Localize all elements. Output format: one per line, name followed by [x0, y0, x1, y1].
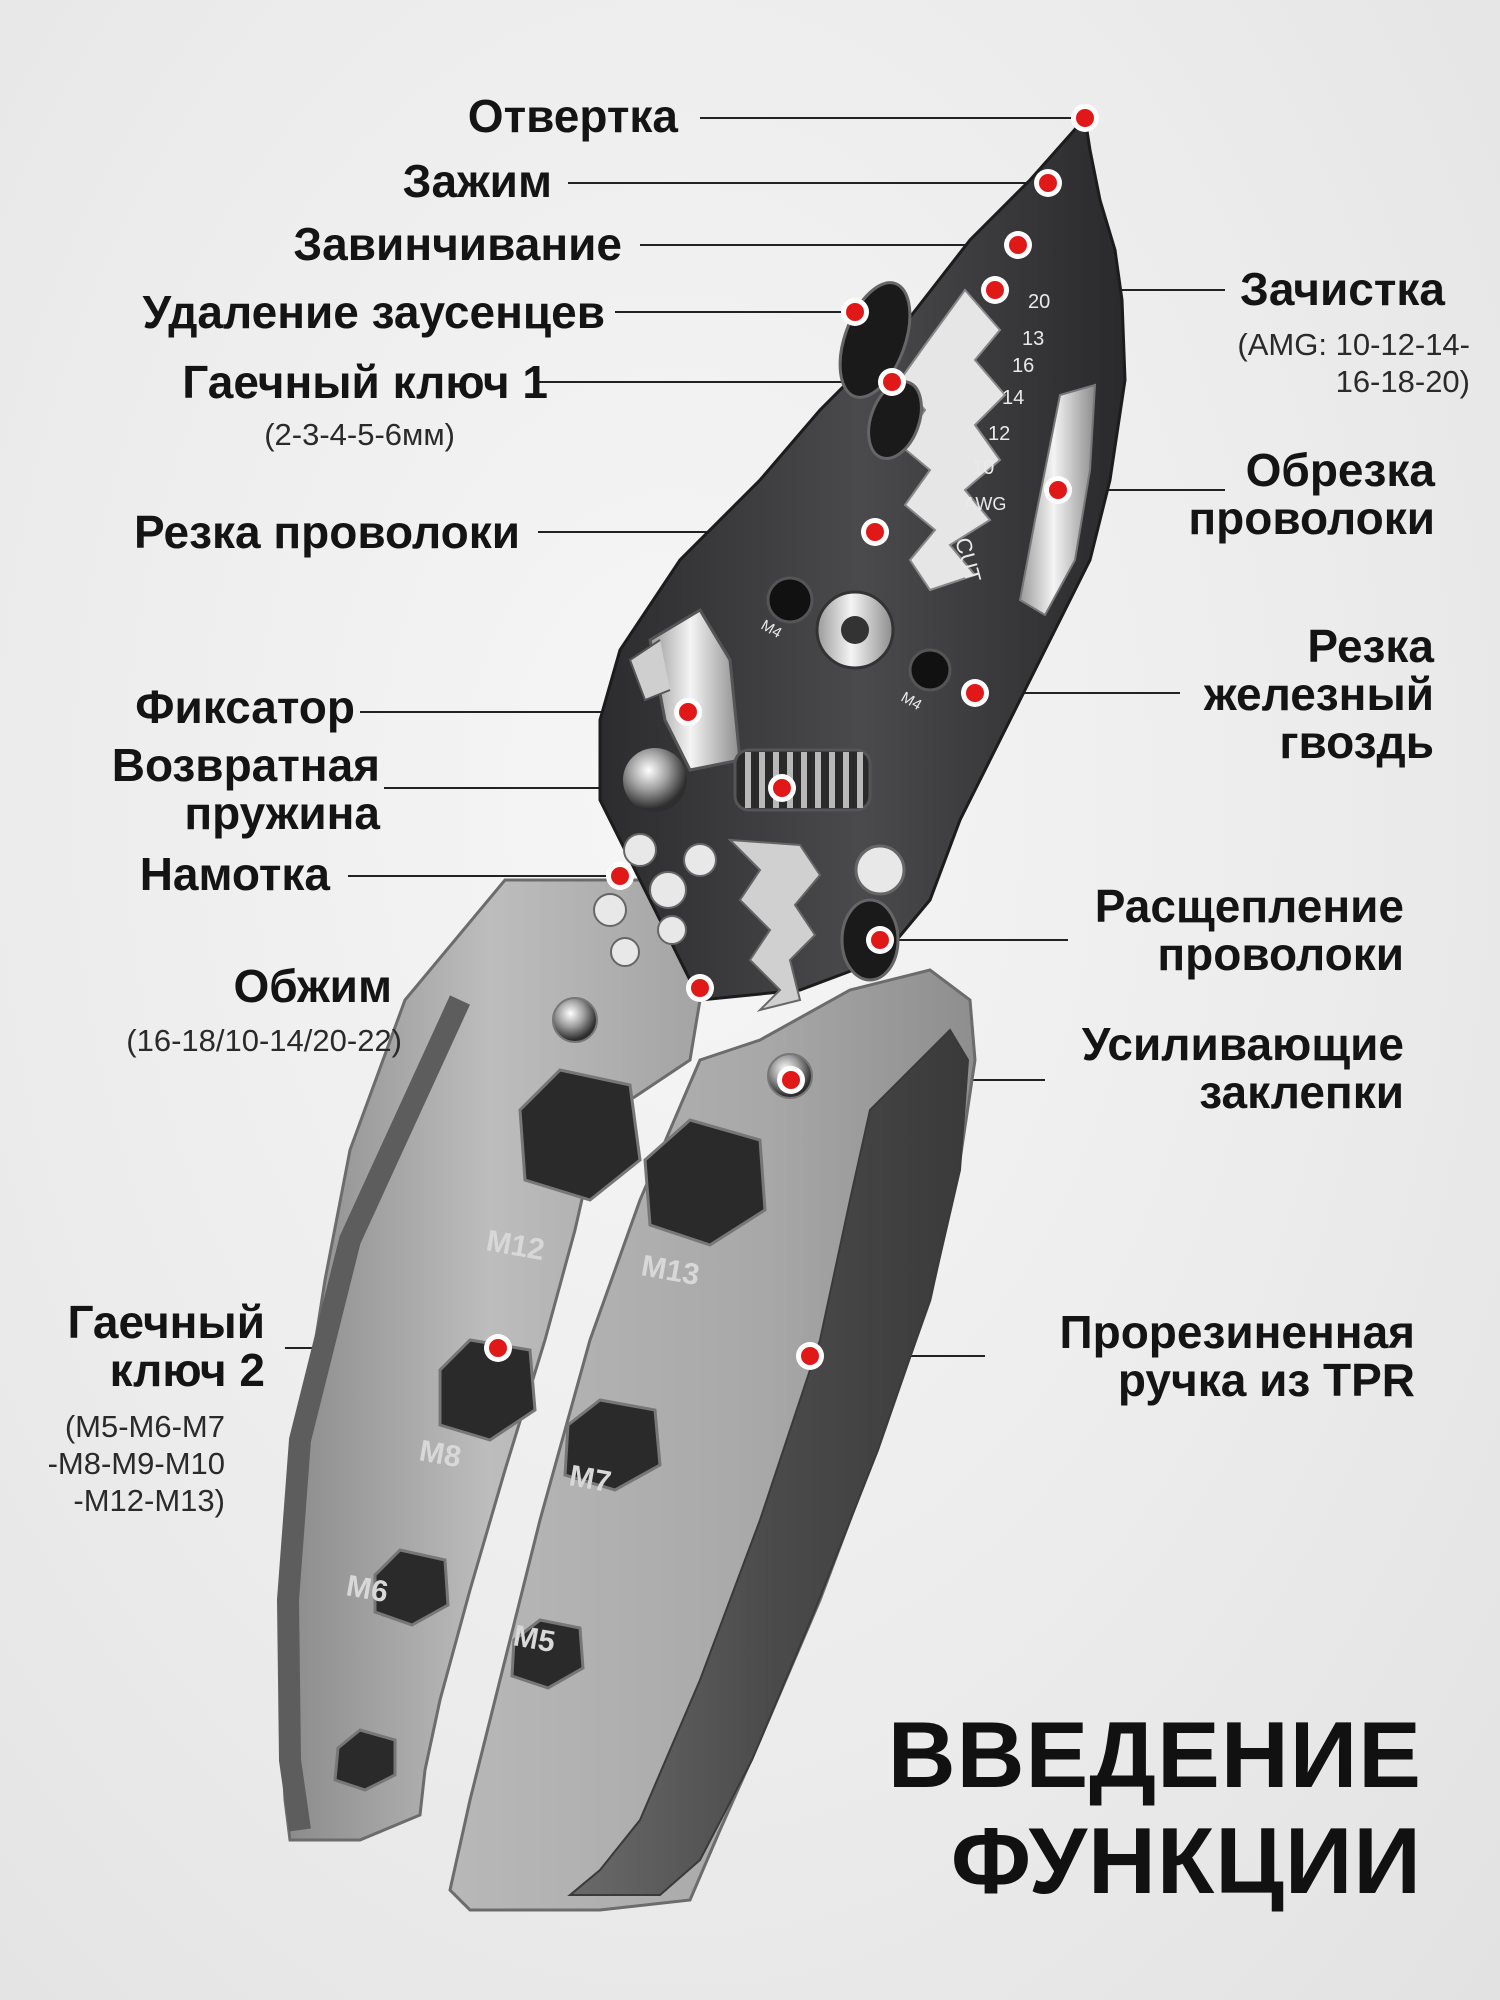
mark-m8: M8: [417, 1434, 464, 1474]
label-handle: Прорезиненная ручка из TPR: [1059, 1306, 1415, 1406]
callout-dot-rivets: [777, 1066, 805, 1094]
callout-dot-stripping: [981, 276, 1009, 304]
callout-dot-spring: [768, 774, 796, 802]
label-wrench1: Гаечный ключ 1: [182, 356, 548, 408]
wrench1-slot: [867, 380, 923, 460]
callout-dot-lock: [674, 698, 702, 726]
mark-m6: M6: [344, 1569, 391, 1609]
callout-dot-wrench2: [484, 1334, 512, 1362]
label-screwdriver: Отвертка: [467, 90, 678, 142]
label-winding: Намотка: [139, 848, 330, 900]
callout-dot-winding: [606, 862, 634, 890]
m4-hole-left: [766, 576, 814, 624]
callout-dot-screwdriver: [1071, 104, 1099, 132]
callout-dot-wire-cutting: [861, 518, 889, 546]
wrench-hole-m6: [373, 1548, 450, 1627]
callout-dot-deburring: [841, 298, 869, 326]
label-wrench1-sizes: (2-3-4-5-6мм): [264, 417, 455, 452]
lock-ball: [623, 748, 687, 812]
tpr-grip: [567, 1028, 970, 1896]
label-lock: Фиксатор: [135, 681, 355, 733]
callout-dot-nail-cutting: [961, 679, 989, 707]
splitting-hole: [854, 844, 906, 896]
wrench-hole-m7: [563, 1398, 662, 1492]
wrench-hole-m4: [333, 1728, 397, 1792]
callout-dots: [484, 104, 1099, 1370]
label-nail-cutting: Резка железный гвоздь: [1204, 620, 1434, 768]
rivet-left: [552, 997, 598, 1043]
wrench-hole-m12: [518, 1068, 642, 1202]
callout-dot-wrench1: [878, 368, 906, 396]
label-stripping: Зачистка: [1240, 263, 1445, 315]
gauge-12: 12: [988, 423, 1010, 445]
label-deburring: Удаление заусенцев: [142, 286, 606, 338]
label-wire-cutting: Резка проволоки: [134, 506, 520, 558]
title-line-1: ВВЕДЕНИЕ: [887, 1702, 1422, 1807]
crimp-jaws: [727, 838, 822, 1012]
gauge-13: 13: [1022, 328, 1044, 350]
gauge-14: 14: [1002, 387, 1024, 409]
label-crimp: Обжим: [233, 960, 392, 1012]
label-crimp-sizes: (16-18/10-14/20-22): [126, 1023, 402, 1058]
callout-dot-crimp: [686, 974, 714, 1002]
gauge-10: 10: [972, 457, 994, 479]
callout-dot-splitting: [866, 926, 894, 954]
callout-dot-handle: [796, 1342, 824, 1370]
mark-m5: M5: [511, 1619, 558, 1659]
label-rivets: Усиливающие заклепки: [1081, 1018, 1404, 1118]
callout-dot-screwing: [1004, 231, 1032, 259]
mark-m7: M7: [567, 1459, 614, 1499]
return-spring: [733, 748, 872, 812]
label-clamp: Зажим: [402, 155, 552, 207]
title-line-2: ФУНКЦИИ: [950, 1808, 1422, 1913]
label-wire-splitting: Расщепление проволоки: [1094, 880, 1404, 980]
label-spring: Возвратная пружина: [111, 739, 380, 839]
left-handle-edge: [276, 995, 470, 1832]
m4-hole-right: [908, 648, 952, 692]
wrench-hole-m8: [438, 1338, 537, 1442]
label-screwing: Завинчивание: [293, 218, 622, 270]
label-stripping-sizes: (AMG: 10-12-14- 16-18-20): [1237, 327, 1470, 399]
awg-mark: AWG: [964, 494, 1006, 514]
callout-dot-wire-trimming: [1044, 476, 1072, 504]
gauge-20: 20: [1028, 291, 1050, 313]
winding-holes: [593, 833, 717, 967]
wrench-hole-m13: [643, 1118, 767, 1247]
callout-dot-clamp: [1034, 169, 1062, 197]
wrench-hole-m5: [510, 1618, 585, 1690]
page-title: ВВЕДЕНИЕ ФУНКЦИИ: [888, 1702, 1422, 1914]
label-wrench2: Гаечный ключ 2: [67, 1296, 265, 1396]
gauge-16: 16: [1012, 355, 1034, 377]
label-wrench2-sizes: (M5-M6-M7 -M8-M9-M10 -M12-M13): [47, 1409, 225, 1518]
label-wire-trimming: Обрезка проволоки: [1188, 444, 1435, 544]
